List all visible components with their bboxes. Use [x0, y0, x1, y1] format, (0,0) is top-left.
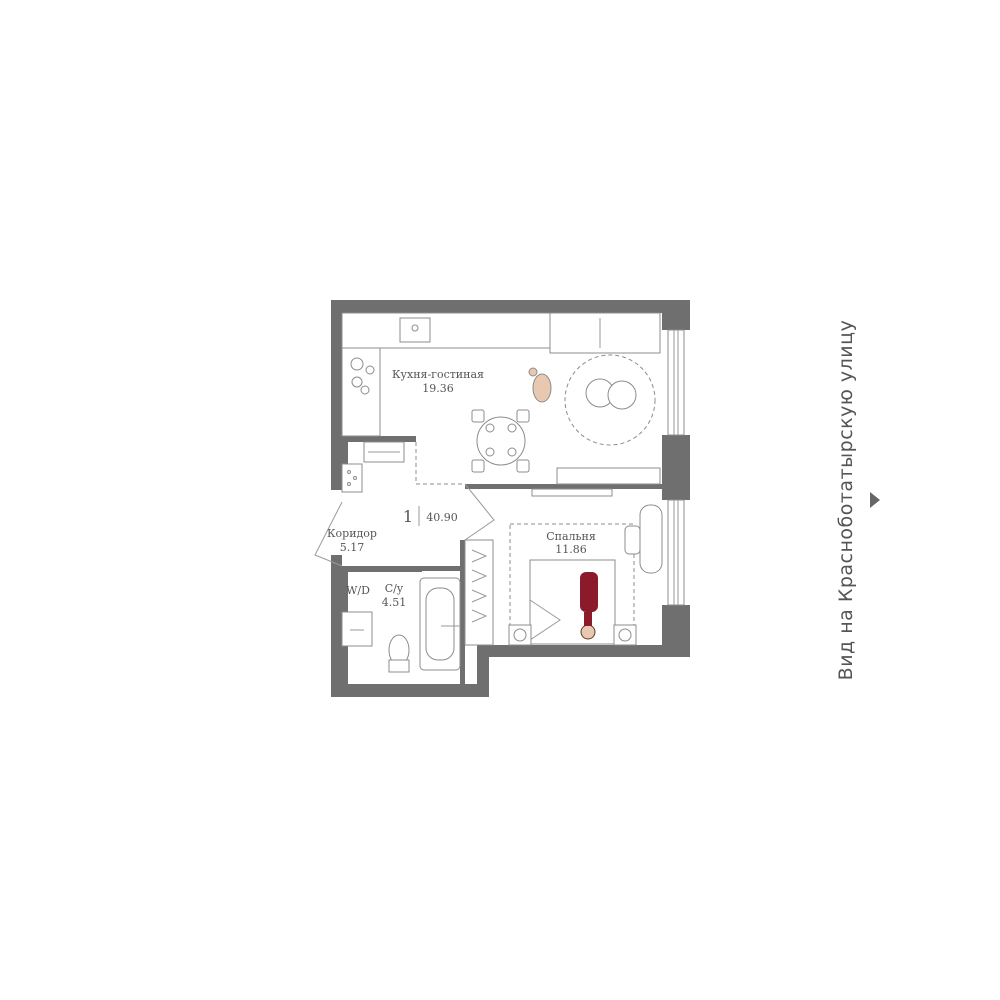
total-area-label: 40.90: [426, 511, 458, 524]
bedroom-furniture: [464, 488, 663, 646]
room-labels: Кухня-гостиная 19.36 Коридор 5.17 W/D С/…: [327, 368, 596, 609]
windows: [667, 329, 685, 606]
corridor-name-label: Коридор: [327, 527, 377, 540]
rooms-count-label: 1: [403, 507, 413, 526]
bathroom-area-label: 4.51: [382, 596, 407, 609]
bedroom-area-label: 11.86: [555, 543, 587, 556]
triangle-right-icon: [870, 492, 880, 508]
kitchen-name-label: Кухня-гостиная: [392, 368, 484, 381]
bathroom-furniture: [341, 577, 461, 673]
corridor-furniture: [314, 441, 495, 567]
kitchen-furniture: [341, 312, 661, 485]
street-view-caption: Вид на Красноботатырскую улицу: [835, 319, 857, 681]
bedroom-name-label: Спальня: [546, 530, 596, 543]
corridor-area-label: 5.17: [340, 541, 365, 554]
bathroom-name-label: С/у: [385, 582, 404, 595]
summary-badge: 1 40.90: [403, 506, 458, 526]
wd-label: W/D: [346, 584, 370, 597]
kitchen-area-label: 19.36: [422, 382, 454, 395]
